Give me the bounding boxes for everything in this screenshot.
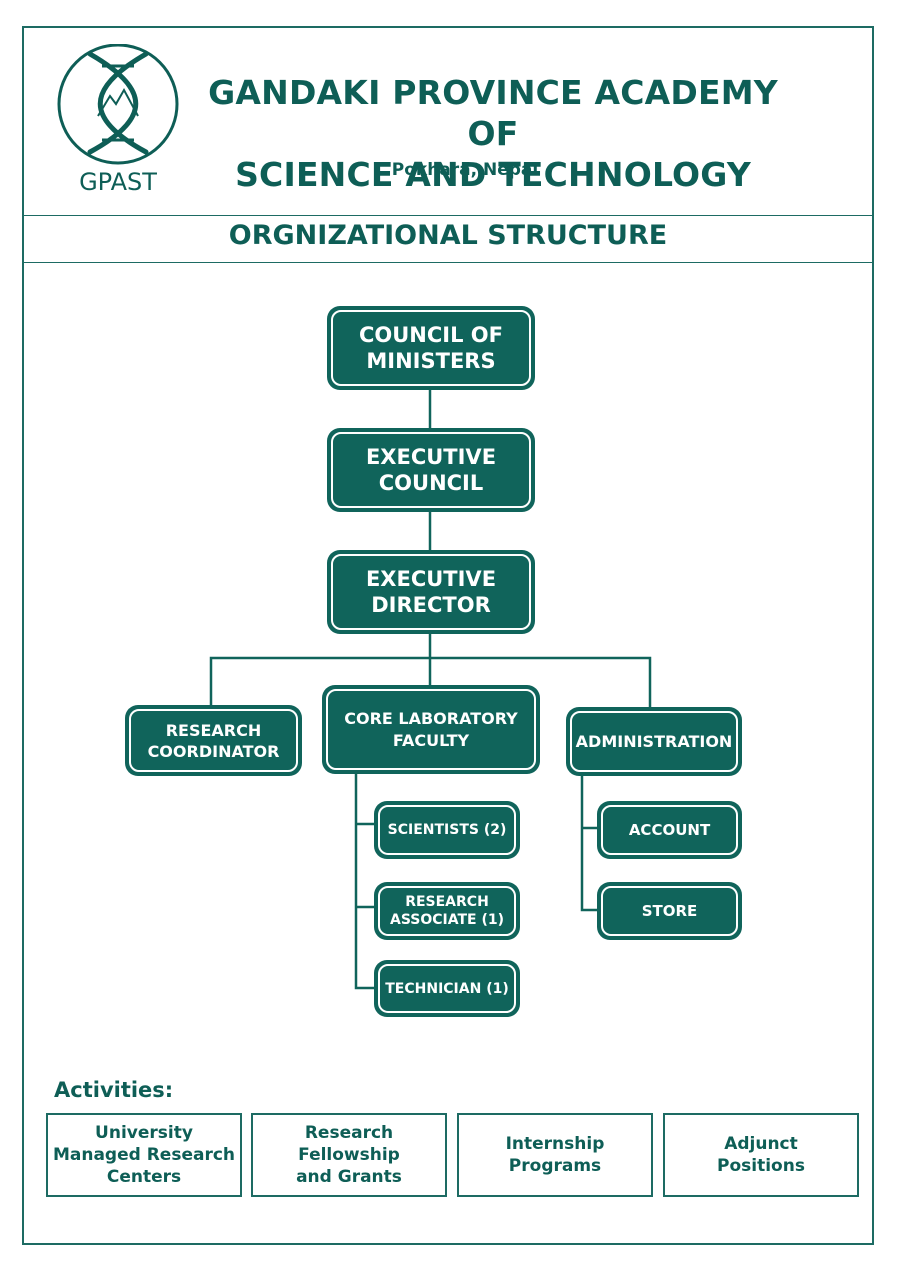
activity-adjunct-positions: Adjunct Positions: [663, 1113, 859, 1197]
section-divider: [22, 262, 874, 263]
academy-title: GANDAKI PROVINCE ACADEMY OF SCIENCE AND …: [208, 73, 778, 194]
executive-director-label: EXECUTIVE DIRECTOR: [331, 554, 531, 630]
scientists-box: SCIENTISTS (2): [374, 801, 520, 859]
research-coordinator-box: RESEARCH COORDINATOR: [125, 705, 302, 776]
council-of-ministers-label: COUNCIL OF MINISTERS: [331, 310, 531, 386]
core-lab-faculty-label: CORE LABORATORY FACULTY: [326, 689, 536, 770]
council-of-ministers-box: COUNCIL OF MINISTERS: [327, 306, 535, 390]
executive-council-label: EXECUTIVE COUNCIL: [331, 432, 531, 508]
store-box: STORE: [597, 882, 742, 940]
header-divider: [22, 215, 874, 216]
logo-text: GPAST: [79, 168, 157, 196]
activities-heading: Activities:: [54, 1078, 174, 1102]
store-label: STORE: [601, 886, 738, 936]
activity-university-research-centers: University Managed Research Centers: [46, 1113, 242, 1197]
technician-box: TECHNICIAN (1): [374, 960, 520, 1017]
research-associate-label: RESEARCH ASSOCIATE (1): [378, 886, 516, 936]
section-title: ORGNIZATIONAL STRUCTURE: [228, 220, 668, 251]
activity-research-fellowship: Research Fellowship and Grants: [251, 1113, 447, 1197]
gpast-logo: GPAST: [56, 43, 182, 196]
account-label: ACCOUNT: [601, 805, 738, 855]
administration-box: ADMINISTRATION: [566, 707, 742, 776]
core-lab-faculty-box: CORE LABORATORY FACULTY: [322, 685, 540, 774]
academy-location: Pokhara, Nepal: [391, 160, 539, 180]
research-coordinator-label: RESEARCH COORDINATOR: [129, 709, 298, 772]
page-frame: [22, 26, 874, 1245]
research-associate-box: RESEARCH ASSOCIATE (1): [374, 882, 520, 940]
executive-council-box: EXECUTIVE COUNCIL: [327, 428, 535, 512]
technician-label: TECHNICIAN (1): [378, 964, 516, 1013]
account-box: ACCOUNT: [597, 801, 742, 859]
scientists-label: SCIENTISTS (2): [378, 805, 516, 855]
administration-label: ADMINISTRATION: [570, 711, 738, 772]
activity-internship-programs: Internship Programs: [457, 1113, 653, 1197]
executive-director-box: EXECUTIVE DIRECTOR: [327, 550, 535, 634]
